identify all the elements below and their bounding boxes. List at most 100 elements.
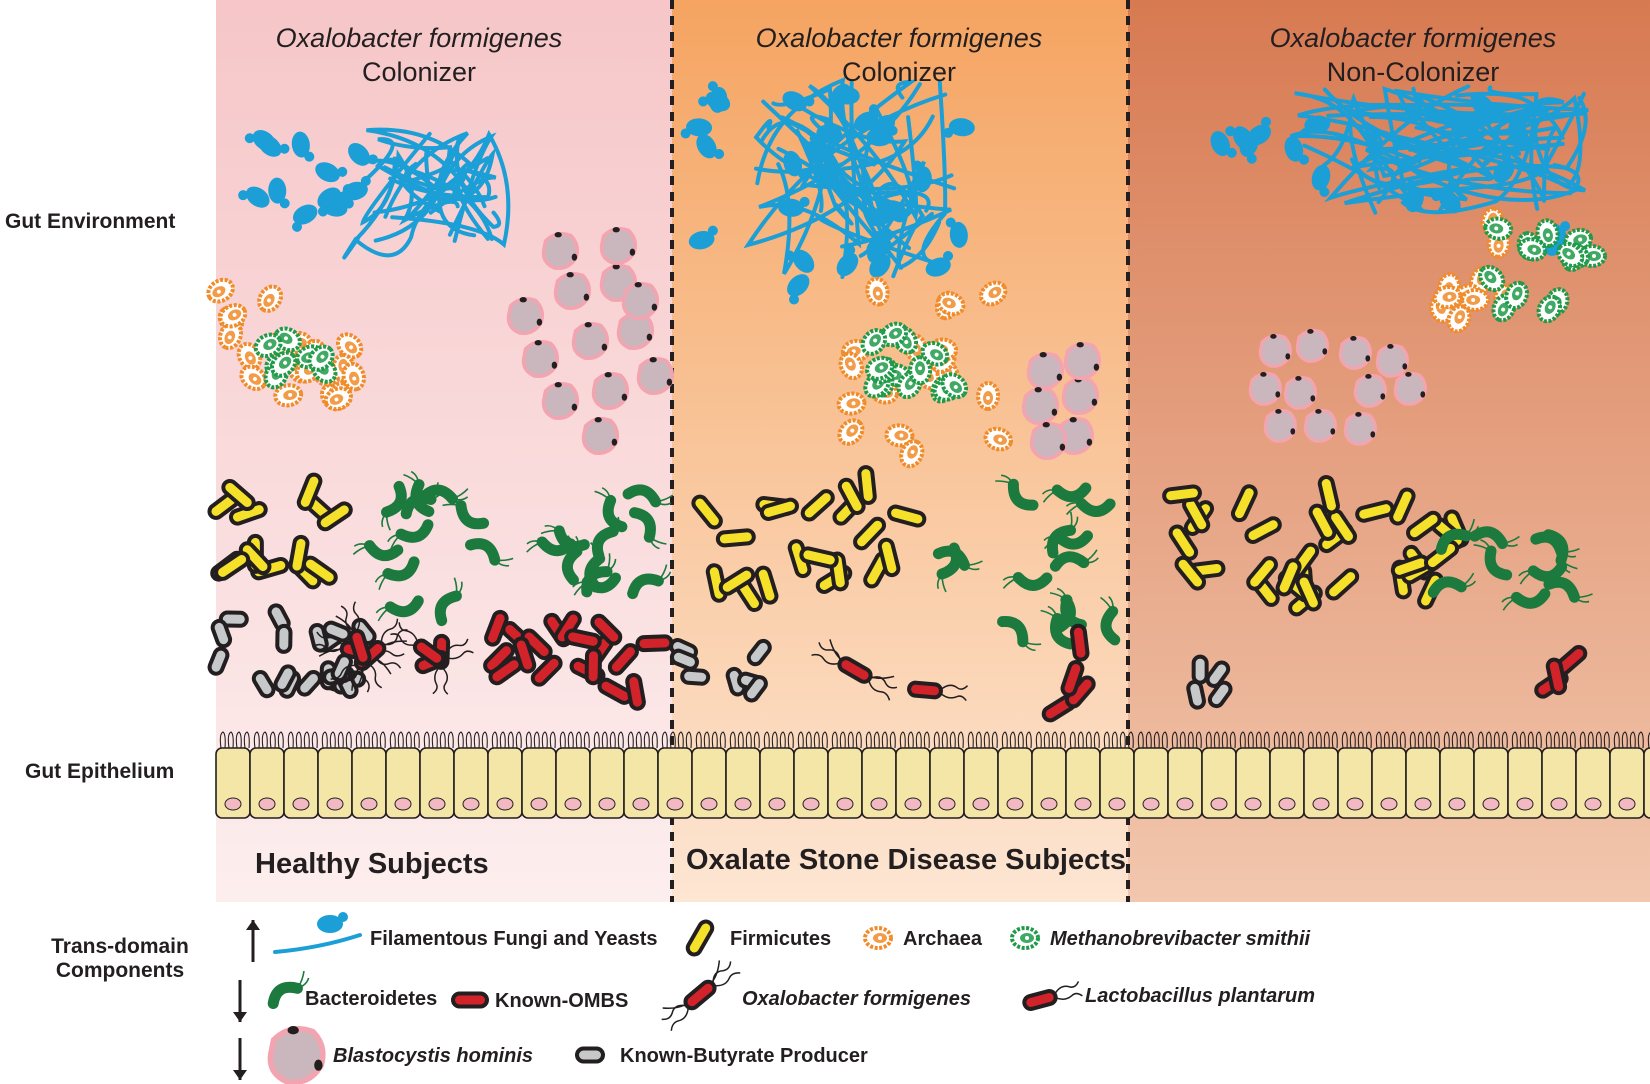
legend-oxalobacter: Oxalobacter formigenes — [742, 988, 971, 1010]
archaea-cell — [936, 291, 966, 317]
yeast-cell — [268, 177, 290, 209]
trend-down-arrow-icon — [233, 1038, 247, 1080]
fungi-layer — [238, 77, 1589, 305]
butyrate-producer-cell — [275, 623, 293, 654]
methanobrevibacter-cell — [865, 355, 895, 381]
legend-lactobacillus: Lactobacillus plantarum — [1085, 985, 1316, 1007]
yeast-cell — [778, 196, 810, 217]
bacteroidetes-cell — [1543, 576, 1593, 603]
blastocystis-cell — [1263, 409, 1297, 443]
firmicutes-cell — [1174, 555, 1207, 591]
archaea-cell — [218, 320, 244, 351]
trend-down-arrow-icon — [233, 980, 247, 1022]
epithelial-cell — [317, 731, 353, 819]
epithelial-cell — [827, 731, 863, 819]
known-ombs-cell — [530, 654, 563, 687]
archaea-cell — [983, 426, 1014, 452]
epithelial-cell — [861, 731, 897, 819]
butyrate-producer-cell — [669, 648, 699, 671]
yeast-cell — [244, 130, 276, 152]
known-ombs-cell — [584, 647, 602, 686]
yeast-cell — [292, 204, 318, 232]
bacteria-layer — [207, 465, 1593, 723]
firmicutes-cell — [853, 516, 887, 551]
bacteroidetes-cell — [267, 970, 310, 1010]
butyrate-producer-cell — [1205, 660, 1231, 688]
epithelial-cell — [1133, 731, 1169, 819]
butyrate-producer-cell — [273, 664, 297, 693]
firmicutes-cell — [877, 537, 901, 578]
legend-blastocystis: Blastocystis hominis — [333, 1045, 534, 1067]
lactobacillus-cell — [1022, 981, 1083, 1011]
epithelial-cell — [1031, 731, 1067, 819]
blastocystis-layer — [506, 227, 1427, 461]
epithelial-cell — [1269, 731, 1305, 819]
osd-subjects-label: Oxalate Stone Disease Subjects — [686, 844, 1127, 876]
gut-environment-label: Gut Environment — [5, 210, 176, 233]
firmicutes-cell — [1389, 487, 1416, 526]
bacteroidetes-cell — [1040, 605, 1076, 650]
lactobacillus-cell — [907, 680, 969, 702]
known-ombs-cell — [1069, 623, 1090, 662]
archaea-cell — [273, 383, 304, 408]
blastocystis-cell — [1026, 352, 1065, 391]
bacteroidetes-cell — [581, 553, 617, 598]
firmicutes-cell — [1244, 516, 1282, 545]
yeast-cell — [1405, 179, 1424, 213]
firmicutes-cell — [1168, 524, 1199, 561]
blastocystis-cell — [1248, 372, 1282, 406]
known-ombs-cell — [512, 636, 537, 674]
blastocystis-cell — [571, 322, 610, 361]
trend-up-arrow-icon — [246, 920, 260, 962]
legend-methanobrevibacter: Methanobrevibacter smithii — [1050, 928, 1311, 950]
butyrate-producer-cell — [1186, 679, 1206, 710]
firmicutes-cell — [1275, 558, 1302, 597]
yeast-cell — [688, 225, 718, 250]
firmicutes-cell — [214, 551, 251, 581]
butyrate-producer-cell — [207, 646, 230, 676]
methanobrevibacter-cell — [879, 321, 909, 348]
bacteroidetes-cell — [995, 474, 1039, 511]
epithelial-cell — [793, 731, 829, 819]
butyrate-producer-cell — [210, 618, 233, 649]
yeast-cell — [787, 274, 810, 305]
butyrate-producer-cell — [575, 1046, 605, 1064]
yeast-cell — [348, 143, 378, 166]
oxalobacter-cell — [811, 639, 898, 701]
archaea-cell — [863, 926, 893, 950]
yeast-cell — [782, 91, 815, 112]
blastocystis-cell — [599, 227, 638, 266]
blastocystis-cell — [1295, 329, 1329, 363]
bacteroidetes-cell — [381, 480, 407, 531]
blastocystis-cell — [621, 282, 660, 321]
bacteroidetes-cell — [352, 540, 404, 562]
blastocystis-cell — [521, 340, 560, 379]
known-ombs-cell — [1060, 660, 1085, 697]
yeast-cell — [784, 249, 815, 273]
blastocystis-cell — [1063, 342, 1102, 381]
legend-archaea: Archaea — [903, 928, 982, 950]
butyrate-producer-cell — [308, 623, 329, 653]
firmicutes-cell — [1295, 573, 1322, 612]
blastocystis-cell — [267, 1026, 326, 1084]
known-ombs-cell — [1545, 657, 1568, 696]
firmicutes-cell — [221, 478, 256, 512]
firmicutes-cell — [1308, 503, 1337, 541]
epithelial-cell — [963, 731, 999, 819]
legend-bacteroidetes: Bacteroidetes — [305, 988, 438, 1010]
methanobrevibacter-cell — [253, 332, 283, 359]
firmicutes-cell — [1406, 510, 1442, 542]
epithelial-cell — [1439, 731, 1475, 819]
epithelial-cell — [691, 731, 727, 819]
yeast-cell — [1431, 190, 1461, 214]
archaea-cell — [837, 418, 865, 446]
epithelial-cell — [997, 731, 1033, 819]
yeast-cell — [925, 251, 954, 277]
firmicutes-cell — [1355, 500, 1395, 523]
legend-butyrate-producer: Known-Butyrate Producer — [620, 1045, 868, 1067]
butyrate-producer-cell — [680, 667, 711, 686]
panel-status: Non-Colonizer — [1326, 56, 1500, 87]
yeast-cell — [1300, 115, 1331, 139]
lactobacillus-cell — [390, 622, 446, 667]
epithelial-cell — [1337, 731, 1373, 819]
